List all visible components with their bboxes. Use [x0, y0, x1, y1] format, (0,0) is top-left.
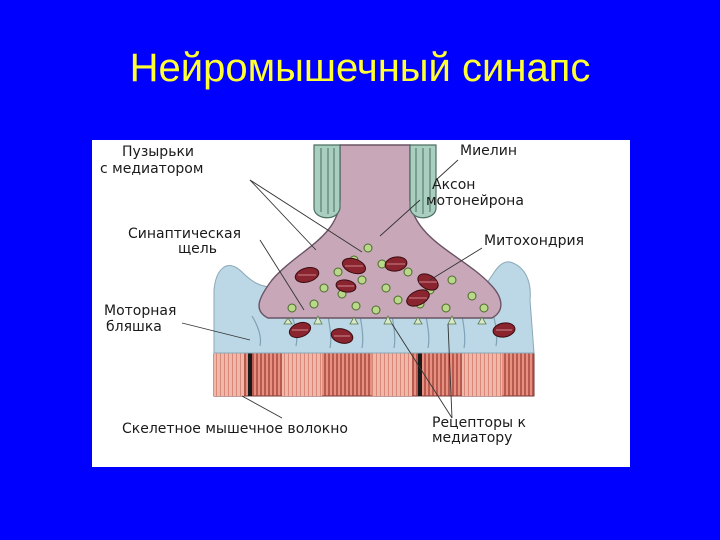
receptors-label-line1: Рецепторы к — [432, 415, 526, 431]
cleft-label-line2: щель — [178, 241, 217, 257]
muscle-fiber — [213, 352, 535, 397]
axon-label-line2: мотонейрона — [426, 193, 524, 209]
muscle-fiber-label: Скелетное мышечное волокно — [122, 421, 348, 437]
synapse-illustration — [181, 144, 535, 419]
axon-terminal — [258, 144, 502, 319]
cleft-label-line1: Синаптическая — [128, 226, 242, 242]
vesicles-label-line1: Пузырьки — [122, 144, 195, 160]
mitochondria-label: Митохондрия — [484, 233, 584, 249]
plate-label-line2: бляшка — [106, 319, 162, 335]
myelin-label: Миелин — [460, 143, 517, 159]
leader-lines — [181, 159, 483, 419]
receptors-label-line2: медиатору — [432, 430, 513, 446]
slide-title: Нейромышечный синапс — [129, 46, 591, 90]
vesicles-label-line2: с медиатором — [100, 161, 204, 177]
receptors — [283, 315, 487, 325]
myelin-sheath — [313, 144, 437, 219]
plate-label-line1: Моторная — [104, 303, 177, 319]
synapse-diagram: Пузырьки с медиатором Синаптическая щель… — [92, 140, 630, 467]
axon-label-line1: Аксон — [432, 177, 476, 193]
